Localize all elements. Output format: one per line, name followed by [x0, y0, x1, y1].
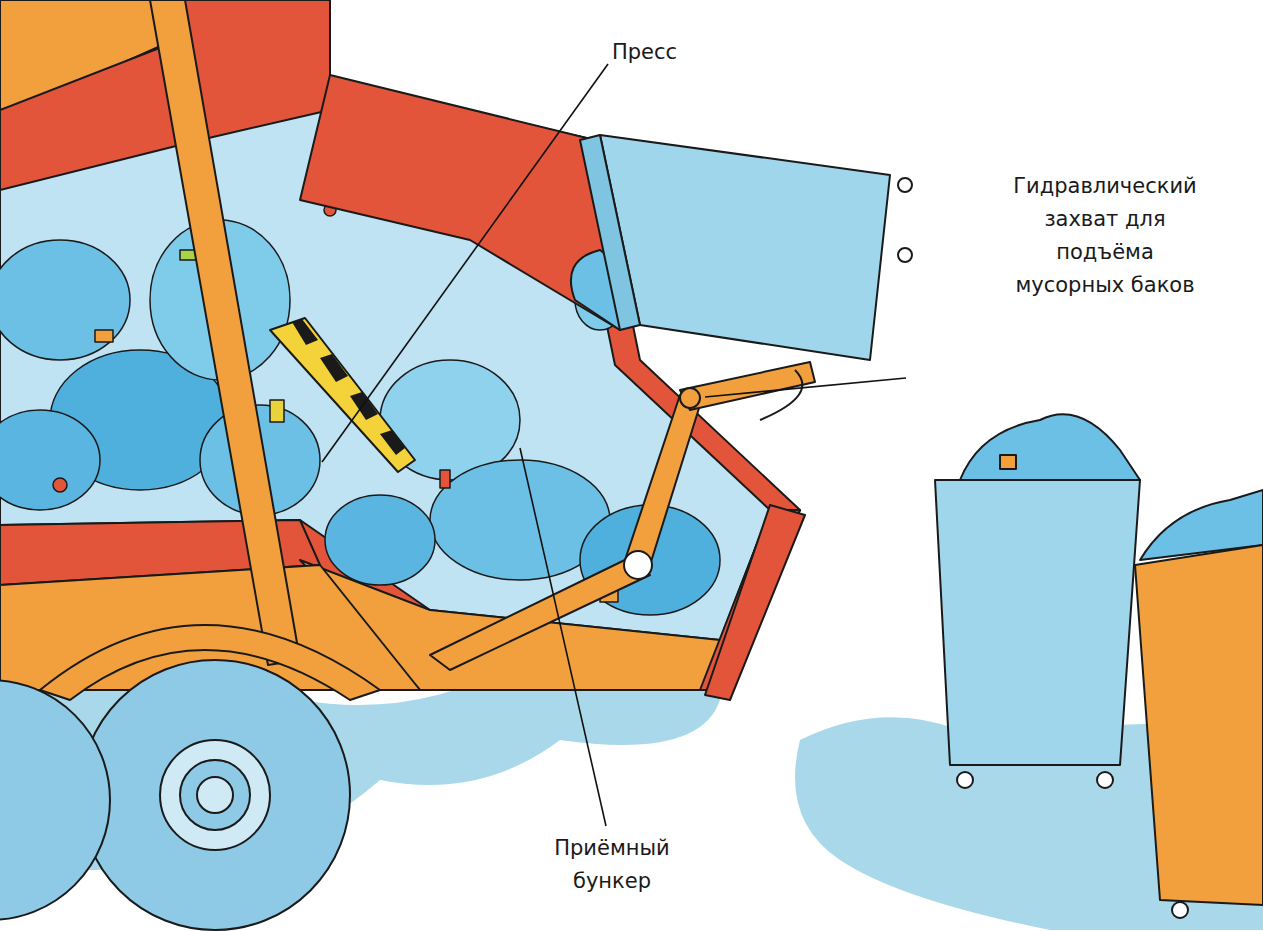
- leader-line: [322, 64, 608, 462]
- wheel: [80, 660, 350, 930]
- part-label: Пресс: [612, 36, 677, 69]
- press-plate: [270, 318, 415, 472]
- part-label: Приёмный бункер: [554, 832, 670, 898]
- garbage-bin: [935, 414, 1140, 788]
- wheel-hub: [160, 740, 270, 850]
- wheel: [0, 680, 110, 920]
- truck-edge: [705, 505, 805, 700]
- leader-lines: [322, 64, 906, 826]
- lifted-bin: [571, 135, 912, 360]
- garbage-bin: [1135, 490, 1263, 918]
- leader-line: [520, 448, 606, 826]
- part-label: Гидравлический захват для подъёма мусорн…: [1013, 170, 1196, 302]
- leader-line: [705, 378, 906, 397]
- truck-strut: [150, 0, 300, 665]
- truck-body: [0, 0, 800, 690]
